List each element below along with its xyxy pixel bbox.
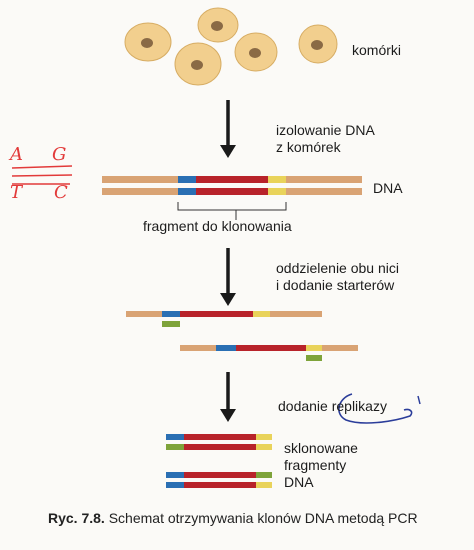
clone-2a-segment-3 xyxy=(236,472,256,478)
label-dna: DNA xyxy=(373,180,403,196)
handwritten-letter-g: G xyxy=(52,144,66,165)
separated-strand-1-segment-6 xyxy=(270,311,322,317)
clone-2b-segment-4 xyxy=(256,482,272,488)
fragment-bracket xyxy=(177,202,287,220)
caption-number: Ryc. 7.8. xyxy=(48,510,105,526)
handwritten-tick-mark xyxy=(417,395,421,405)
label-fragment: fragment do klonowania xyxy=(143,218,292,234)
dna-bottom-strand-segment-5 xyxy=(268,188,286,195)
label-step1-line2: z komórek xyxy=(276,139,341,155)
handwritten-circle-mark xyxy=(338,393,413,424)
clone-2a-segment-4 xyxy=(256,472,272,478)
dna-bottom-strand-segment-2 xyxy=(178,188,196,195)
separated-strand-2-segment-6 xyxy=(322,345,358,351)
arrows-group xyxy=(220,100,236,422)
arrow-3-head xyxy=(220,409,236,422)
handwritten-annotations: A G T C xyxy=(8,144,421,424)
clone-1b-segment-1 xyxy=(166,444,184,450)
label-step1-line1: izolowanie DNA xyxy=(276,122,375,138)
caption-text: Schemat otrzymywania klonów DNA metodą P… xyxy=(108,510,418,526)
clone-2b-segment-1 xyxy=(166,482,184,488)
separated-strand-1-segment-4 xyxy=(236,311,253,317)
handwritten-letter-t: T xyxy=(10,182,24,203)
dna-bottom-strand-segment-4 xyxy=(238,188,268,195)
dna-top-strand-segment-2 xyxy=(178,176,196,183)
bracket-line xyxy=(177,202,287,211)
clone-2b-segment-2 xyxy=(184,482,236,488)
figure-caption: Ryc. 7.8. Schemat otrzymywania klonów DN… xyxy=(48,509,468,527)
clone-2b-segment-3 xyxy=(236,482,256,488)
dna-bottom-strand-segment-6 xyxy=(286,188,362,195)
arrow-2-head xyxy=(220,293,236,306)
label-step2-line2: i dodanie starterów xyxy=(276,277,395,293)
separated-strand-1-segment-5 xyxy=(253,311,270,317)
handwritten-letter-a: A xyxy=(8,144,23,165)
dna-top-strand-segment-3 xyxy=(196,176,238,183)
label-result-line1: sklonowane xyxy=(284,440,358,456)
separated-strand-2-segment-3 xyxy=(236,345,288,351)
clone-1b-segment-4 xyxy=(256,444,272,450)
separated-strand-2-segment-2 xyxy=(216,345,236,351)
cell-nucleus-5 xyxy=(311,40,323,50)
separated-strand-1-segment-1 xyxy=(126,311,162,317)
dna-top-strand-segment-5 xyxy=(268,176,286,183)
dna-strands-group xyxy=(102,176,362,488)
clone-1a-segment-1 xyxy=(166,434,184,440)
dna-top-strand-segment-6 xyxy=(286,176,362,183)
handwritten-letter-c: C xyxy=(54,182,68,203)
label-result-line3: DNA xyxy=(284,474,314,490)
primer-2-segment-1 xyxy=(306,355,322,361)
clone-1a-segment-3 xyxy=(236,434,256,440)
clone-2a-segment-2 xyxy=(184,472,236,478)
clone-1a-segment-2 xyxy=(184,434,236,440)
separated-strand-1-segment-2 xyxy=(162,311,180,317)
cell-nucleus-2 xyxy=(211,21,223,31)
clone-2a-segment-1 xyxy=(166,472,184,478)
primer-1-segment-1 xyxy=(162,321,180,327)
separated-strand-2-segment-1 xyxy=(180,345,216,351)
separated-strand-2-segment-4 xyxy=(288,345,306,351)
arrow-1-head xyxy=(220,145,236,158)
dna-top-strand-segment-1 xyxy=(102,176,178,183)
label-result-line2: fragmenty xyxy=(284,457,347,473)
cell-nucleus-1 xyxy=(141,38,153,48)
label-step3: dodanie replikazy xyxy=(278,398,387,414)
dna-bottom-strand-segment-1 xyxy=(102,188,178,195)
label-cells: komórki xyxy=(352,42,402,58)
separated-strand-2-segment-5 xyxy=(306,345,322,351)
cell-nucleus-3 xyxy=(249,48,261,58)
handwritten-line-2 xyxy=(11,174,73,177)
cells-group xyxy=(124,7,338,86)
clone-1b-segment-3 xyxy=(236,444,256,450)
separated-strand-1-segment-3 xyxy=(180,311,236,317)
clone-1b-segment-2 xyxy=(184,444,236,450)
label-step2-line1: oddzielenie obu nici xyxy=(276,260,399,276)
handwritten-line-1 xyxy=(11,165,73,169)
dna-top-strand-segment-4 xyxy=(238,176,268,183)
cell-nucleus-4 xyxy=(191,60,203,70)
clone-1a-segment-4 xyxy=(256,434,272,440)
dna-bottom-strand-segment-3 xyxy=(196,188,238,195)
